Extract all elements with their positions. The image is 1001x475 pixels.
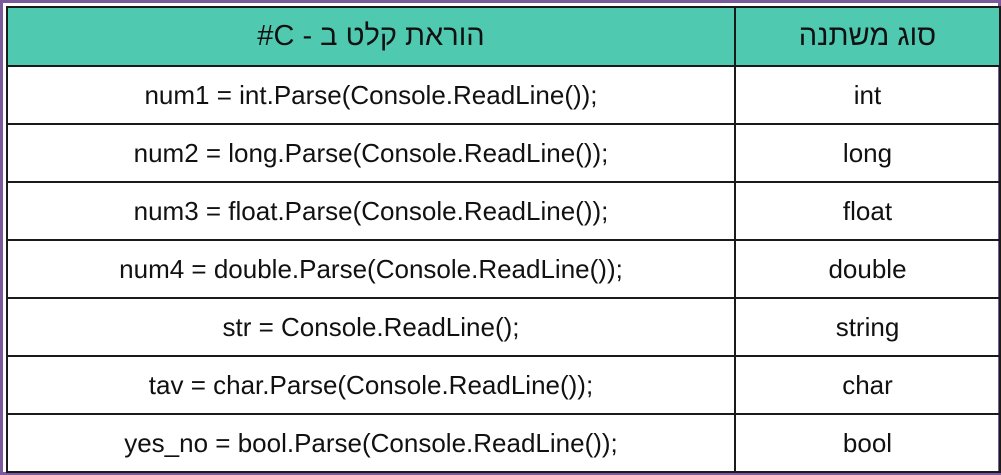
instruction-cell: num4 = double.Parse(Console.ReadLine()); bbox=[6, 239, 736, 299]
type-cell: int bbox=[734, 65, 1001, 125]
type-cell: double bbox=[734, 239, 1001, 299]
type-cell: bool bbox=[734, 413, 1001, 473]
instruction-cell: str = Console.ReadLine(); bbox=[6, 297, 736, 357]
type-cell: float bbox=[734, 181, 1001, 241]
header-variable-type: סוג משתנה bbox=[734, 6, 1001, 67]
table-row: num3 = float.Parse(Console.ReadLine()); … bbox=[6, 181, 1001, 241]
header-instruction: הוראת קלט ב - C# bbox=[6, 6, 736, 67]
input-instructions-table: הוראת קלט ב - C# סוג משתנה num1 = int.Pa… bbox=[6, 6, 1001, 473]
instruction-cell: num3 = float.Parse(Console.ReadLine()); bbox=[6, 181, 736, 241]
type-cell: string bbox=[734, 297, 1001, 357]
table-row: str = Console.ReadLine(); string bbox=[6, 297, 1001, 357]
instruction-cell: tav = char.Parse(Console.ReadLine()); bbox=[6, 355, 736, 415]
table-row: yes_no = bool.Parse(Console.ReadLine());… bbox=[6, 413, 1001, 473]
table-row: num1 = int.Parse(Console.ReadLine()); in… bbox=[6, 65, 1001, 125]
table-row: num4 = double.Parse(Console.ReadLine());… bbox=[6, 239, 1001, 299]
table-header-row: הוראת קלט ב - C# סוג משתנה bbox=[6, 6, 1001, 67]
type-cell: long bbox=[734, 123, 1001, 183]
type-cell: char bbox=[734, 355, 1001, 415]
instruction-cell: num2 = long.Parse(Console.ReadLine()); bbox=[6, 123, 736, 183]
instruction-cell: yes_no = bool.Parse(Console.ReadLine()); bbox=[6, 413, 736, 473]
table-row: num2 = long.Parse(Console.ReadLine()); l… bbox=[6, 123, 1001, 183]
instruction-cell: num1 = int.Parse(Console.ReadLine()); bbox=[6, 65, 736, 125]
table-row: tav = char.Parse(Console.ReadLine()); ch… bbox=[6, 355, 1001, 415]
